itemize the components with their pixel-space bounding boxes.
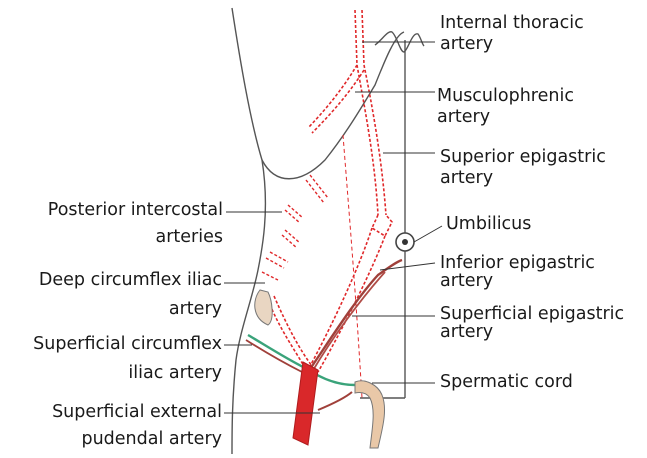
musculophrenic-artery xyxy=(308,65,357,128)
label-superficial-external-pudendal-artery: Superficial external pudendal artery xyxy=(52,402,222,450)
label-line: Internal thoracic xyxy=(440,13,584,34)
label-posterior-intercostal-arteries: Posterior intercostal arteries xyxy=(48,200,223,248)
label-line: artery xyxy=(39,299,222,320)
label-superficial-circumflex-iliac-artery: Superficial circumflex iliac artery xyxy=(33,334,222,384)
label-line: Musculophrenic xyxy=(437,86,574,107)
label-inferior-epigastric-artery: Inferior epigastric artery xyxy=(440,253,595,292)
musculophrenic-artery xyxy=(312,70,364,133)
label-line: artery xyxy=(440,271,595,292)
label-line: arteries xyxy=(48,227,223,248)
linea-semilunaris xyxy=(343,135,362,398)
superficial-external-pudendal-artery xyxy=(318,392,352,410)
label-line: artery xyxy=(440,168,606,189)
posterior-intercostal-artery xyxy=(262,272,278,280)
label-line: Superficial circumflex xyxy=(33,334,222,355)
posterior-intercostal-artery xyxy=(306,180,324,203)
label-line: artery xyxy=(440,34,584,55)
superficial-circumflex-iliac-artery xyxy=(248,335,305,368)
label-umbilicus: Umbilicus xyxy=(446,214,531,235)
posterior-intercostal-artery xyxy=(288,205,303,218)
posterior-intercostal-artery xyxy=(282,235,297,248)
superficial-circumflex-iliac-artery xyxy=(246,340,302,372)
superior-epigastric-artery xyxy=(364,65,386,215)
label-spermatic-cord: Spermatic cord xyxy=(440,372,573,393)
leader-umbilicus xyxy=(414,226,442,242)
posterior-intercostal-artery xyxy=(266,258,284,268)
inferior-epigastric-artery xyxy=(318,236,385,372)
internal-thoracic-artery xyxy=(355,10,357,65)
spermatic-cord xyxy=(355,381,385,448)
deep-circumflex-iliac-artery xyxy=(274,296,312,366)
ilioinguinal-course xyxy=(312,372,355,385)
posterior-intercostal-artery xyxy=(285,210,300,223)
umbilicus-center xyxy=(402,239,408,245)
label-deep-circumflex-iliac-artery: Deep circumflex iliac artery xyxy=(39,270,222,320)
posterior-intercostal-artery xyxy=(270,252,288,262)
epigastric-anastomosis xyxy=(372,215,392,236)
label-internal-thoracic-artery: Internal thoracic artery xyxy=(440,13,584,55)
inferior-epigastric-solid xyxy=(312,272,385,372)
label-line: artery xyxy=(440,322,624,343)
label-line: iliac artery xyxy=(33,363,222,384)
label-line: Superficial external xyxy=(52,402,222,423)
posterior-intercostal-artery xyxy=(310,175,328,198)
label-line: pudendal artery xyxy=(52,429,222,450)
ribcage-outline xyxy=(262,32,404,179)
label-line: Superior epigastric xyxy=(440,147,606,168)
superior-epigastric-artery xyxy=(357,65,378,215)
label-line: Posterior intercostal xyxy=(48,200,223,221)
internal-thoracic-artery xyxy=(362,10,364,65)
label-superficial-epigastric-artery: Superficial epigastric artery xyxy=(440,304,624,343)
label-line: Deep circumflex iliac xyxy=(39,270,222,291)
label-line: artery xyxy=(437,107,574,128)
label-musculophrenic-artery: Musculophrenic artery xyxy=(437,86,574,128)
femoral-artery xyxy=(293,362,318,445)
posterior-intercostal-artery xyxy=(285,230,300,243)
body-outline xyxy=(232,8,265,454)
label-superior-epigastric-artery: Superior epigastric artery xyxy=(440,147,606,189)
anterior-superior-iliac-spine xyxy=(255,290,272,325)
